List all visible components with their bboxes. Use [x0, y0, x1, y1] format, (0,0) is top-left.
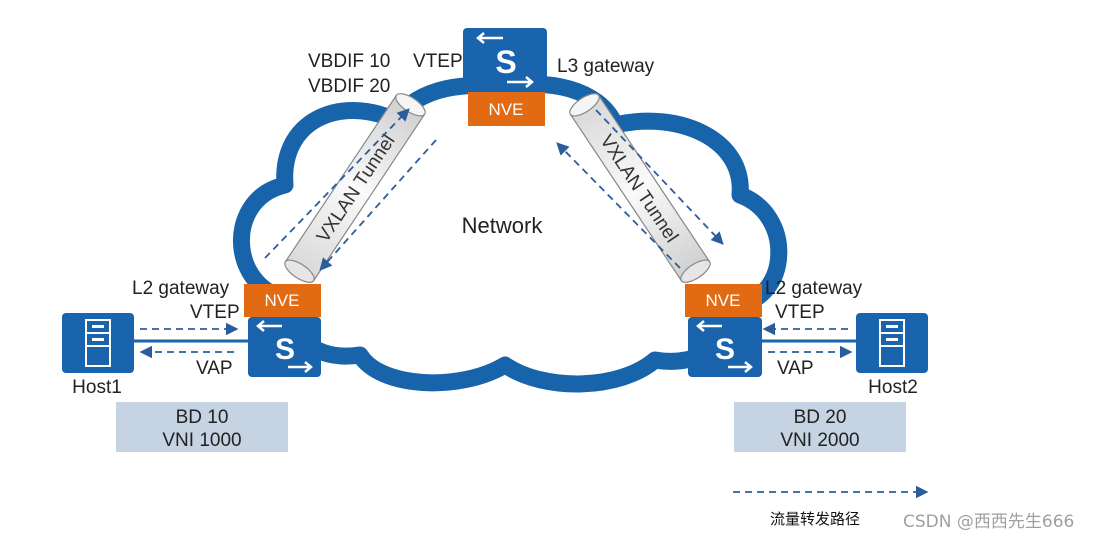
host1-label: Host1 — [72, 377, 122, 398]
traffic-arrow-left-down — [319, 139, 437, 271]
traffic-arrows — [139, 108, 853, 359]
l3-gateway-switch: S — [463, 28, 547, 92]
traffic-arrow-right-up — [556, 142, 681, 269]
host2-server-icon — [856, 313, 928, 373]
vni2000-label: VNI 2000 — [780, 430, 859, 451]
nve-label-right: NVE — [706, 291, 741, 310]
bd20-label: BD 20 — [794, 407, 847, 428]
vbdif20-label: VBDIF 20 — [308, 76, 390, 97]
switch-s-icon: S — [495, 44, 516, 80]
bd-box-right — [734, 402, 906, 452]
l3-vtep-label: VTEP — [413, 51, 463, 72]
right-l2-gateway-label: L2 gateway — [765, 278, 863, 299]
traffic-arrow-left-up — [264, 108, 410, 259]
switch-arrow-icon — [476, 32, 503, 44]
nve-label-left: NVE — [265, 291, 300, 310]
vbdif10-label: VBDIF 10 — [308, 51, 390, 72]
l2-gateway-switch-right: S — [688, 317, 762, 377]
vni1000-label: VNI 1000 — [162, 430, 241, 451]
nve-box-left — [244, 284, 321, 317]
bd10-label: BD 10 — [176, 407, 229, 428]
switch-arrow-icon — [507, 76, 534, 88]
switch-arrow-icon — [256, 320, 282, 332]
host2-label: Host2 — [868, 377, 918, 398]
switch-s-icon: S — [715, 333, 735, 366]
right-vap-label: VAP — [777, 358, 814, 379]
switch-arrow-icon — [696, 320, 722, 332]
watermark: CSDN @西西先生666 — [903, 512, 1074, 532]
switch-arrow-icon — [288, 361, 313, 373]
network-label: Network — [462, 213, 544, 238]
l3-gateway-label: L3 gateway — [557, 56, 655, 77]
left-vap-label: VAP — [196, 358, 233, 379]
l2-gateway-switch-left: S — [248, 317, 321, 377]
switch-s-icon: S — [275, 333, 295, 366]
nve-box-right — [685, 284, 762, 317]
nve-label-top: NVE — [489, 100, 524, 119]
right-vtep-label: VTEP — [775, 302, 825, 323]
bd-box-left — [116, 402, 288, 452]
host1-server-icon — [62, 313, 134, 373]
switch-arrow-icon — [728, 361, 753, 373]
left-vtep-label: VTEP — [190, 302, 240, 323]
nve-box-top — [468, 92, 545, 126]
legend-label: 流量转发路径 — [770, 510, 860, 528]
traffic-arrow-right-down — [595, 109, 724, 245]
left-l2-gateway-label: L2 gateway — [132, 278, 230, 299]
